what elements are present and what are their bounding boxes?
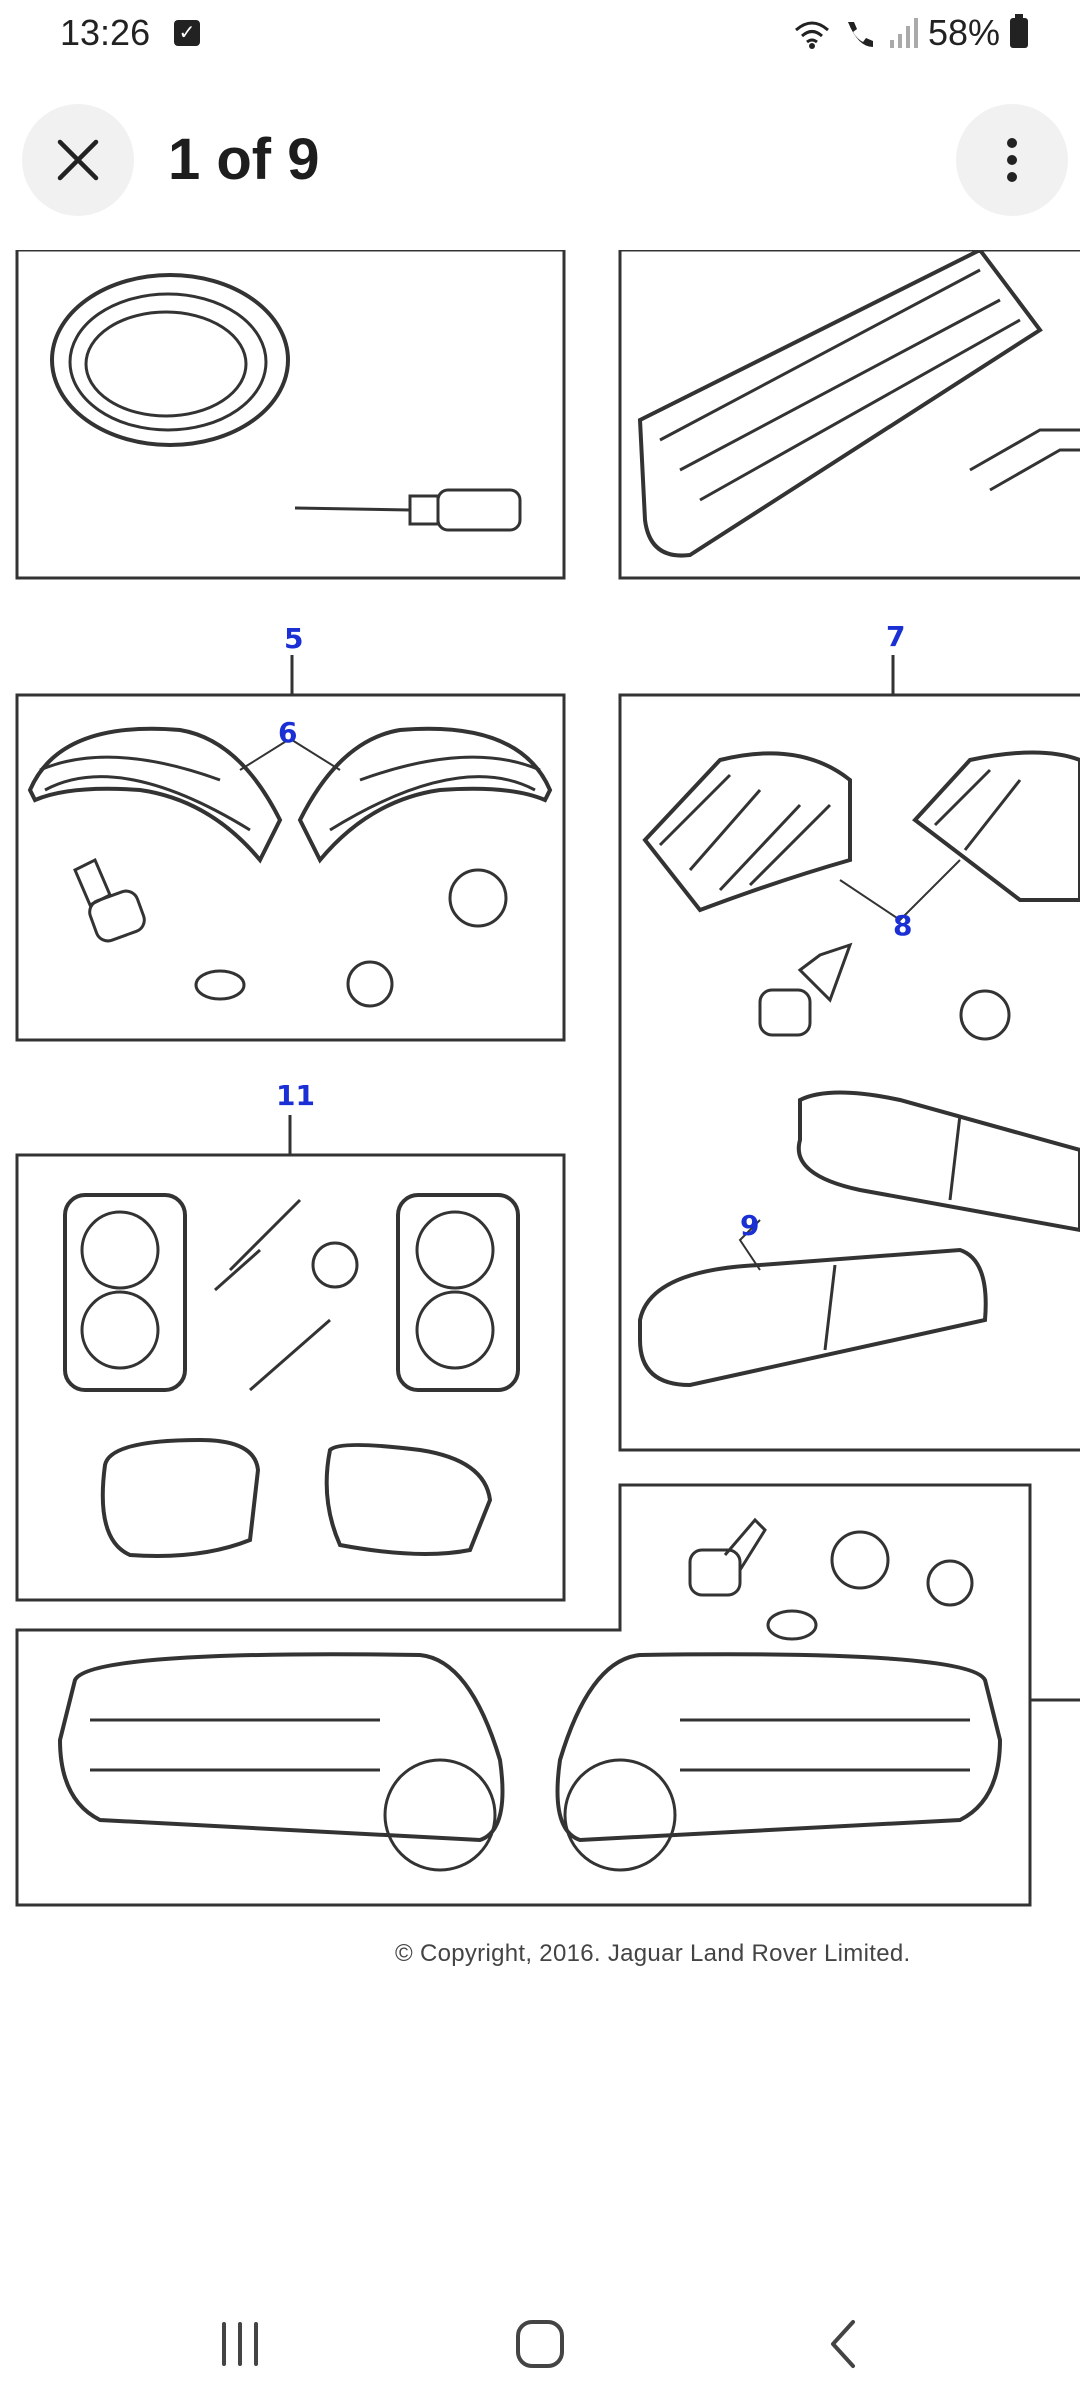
panel-top-right <box>618 250 1080 580</box>
bolt-part-2 <box>758 942 853 1037</box>
washer-part-2 <box>766 1609 818 1641</box>
headlamp-guard-right <box>555 1652 1003 1872</box>
lamp-ring-part <box>50 273 290 447</box>
bolt-part <box>73 857 146 943</box>
page-counter-title: 1 of 9 <box>168 127 320 192</box>
back-icon[interactable] <box>815 2314 875 2374</box>
more-options-button[interactable] <box>956 104 1068 216</box>
screw-part <box>959 989 1011 1041</box>
lamp-guard-11-left <box>63 1193 187 1392</box>
grommet-part <box>448 868 508 928</box>
signal-icon <box>889 18 918 48</box>
close-icon <box>57 139 99 181</box>
check-notification-icon: ✓ <box>174 20 200 46</box>
parts-diagram-svg: 5 6 7 8 9 11 <box>15 250 1080 1907</box>
lens-frame-9-upper <box>796 1090 1080 1233</box>
status-right-icons: 58% <box>792 12 1028 54</box>
callout-5: 5 <box>284 622 303 655</box>
battery-percent: 58% <box>927 12 1000 53</box>
nut-part <box>346 960 394 1008</box>
nut-part-2 <box>926 1559 974 1607</box>
grille-right-part <box>297 726 553 864</box>
close-button[interactable] <box>22 104 134 216</box>
indicator-guard-right <box>324 1443 493 1556</box>
copyright-text: © Copyright, 2016. Jaguar Land Rover Lim… <box>395 1940 911 1967</box>
panel-bottom <box>15 1483 1032 1907</box>
callout-8: 8 <box>893 909 912 942</box>
lamp-ring-inner <box>68 292 268 432</box>
panel-7 <box>618 693 1080 1452</box>
recent-apps-icon[interactable] <box>210 2314 270 2374</box>
guard-plate-part <box>637 250 1043 558</box>
wifi-call-icon <box>847 22 873 47</box>
bracket-part <box>969 428 1080 492</box>
callout-9: 9 <box>740 1209 759 1242</box>
parts-diagram-image[interactable]: 5 6 7 8 9 11 <box>0 250 1080 2000</box>
grommet-part-2 <box>830 1530 890 1590</box>
more-vert-icon <box>1007 138 1017 182</box>
lamp-ring-core <box>84 310 248 418</box>
lamp-guard-8-left <box>642 751 852 913</box>
washer-part <box>194 969 246 1001</box>
indicator-guard-left <box>100 1437 261 1558</box>
lens-frame-9-lower <box>638 1247 988 1388</box>
panel-top-left <box>15 250 566 580</box>
home-icon[interactable] <box>510 2314 570 2374</box>
callout-11: 11 <box>276 1079 315 1112</box>
navigation-bar <box>0 2280 1080 2408</box>
lamp-guard-11-right <box>396 1193 520 1392</box>
headlamp-guard-left <box>57 1652 505 1872</box>
callout-7: 7 <box>886 620 905 653</box>
battery-icon <box>1010 14 1028 48</box>
bolt-part-3 <box>688 1548 742 1597</box>
wifi-icon <box>794 21 829 49</box>
status-bar: 13:26 ✓ 58% <box>0 0 1080 70</box>
callout-6: 6 <box>278 716 297 749</box>
grille-left-part <box>27 726 283 864</box>
lamp-guard-8-right <box>912 750 1080 902</box>
status-time: 13:26 <box>60 12 151 53</box>
viewer-top-bar: 1 of 9 <box>0 100 1080 220</box>
screwdriver-part <box>294 488 522 532</box>
